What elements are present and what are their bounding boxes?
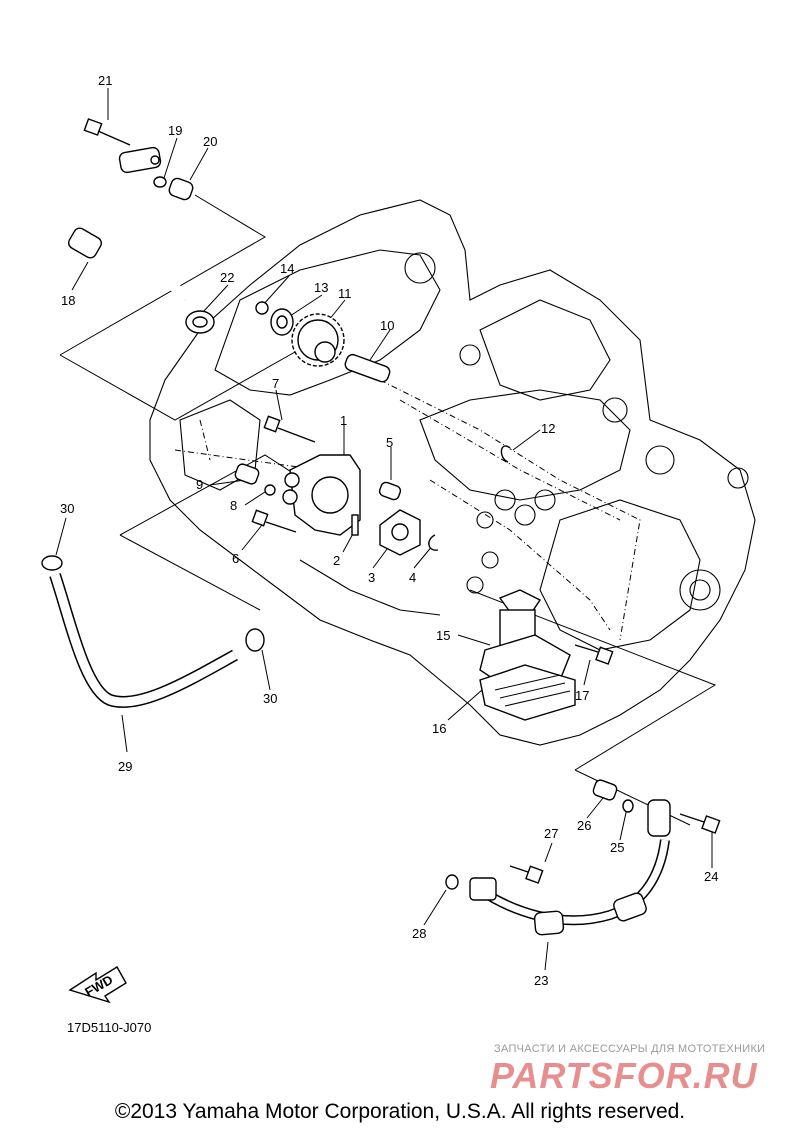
part-24-bolt (679, 813, 721, 834)
callout-6: 6 (232, 551, 239, 566)
callout-7: 7 (272, 376, 279, 391)
part-2-pin (351, 514, 359, 536)
callout-3: 3 (368, 570, 375, 585)
callout-24: 24 (704, 869, 718, 884)
part-3-rotor (379, 509, 421, 556)
part-16-screen (479, 664, 576, 721)
callout-19: 19 (168, 123, 182, 138)
part-23-oil-pipe (469, 799, 671, 936)
part-29-hose (49, 573, 238, 708)
fwd-arrow: FWD (68, 966, 127, 1004)
callout-2: 2 (333, 553, 340, 568)
callout-29: 29 (118, 759, 132, 774)
part-30-clamp-top (41, 555, 63, 571)
callout-27: 27 (544, 826, 558, 841)
callout-22: 22 (220, 270, 234, 285)
callout-15: 15 (436, 628, 450, 643)
callout-26: 26 (577, 818, 591, 833)
callout-13: 13 (314, 280, 328, 295)
part-4-clip (428, 534, 439, 551)
callout-21: 21 (98, 73, 112, 88)
callout-8: 8 (230, 498, 237, 513)
diagram-code: 17D5110-J070 (67, 1020, 151, 1035)
callout-9: 9 (196, 477, 203, 492)
callout-16: 16 (432, 721, 446, 736)
part-5-collar (378, 481, 402, 501)
callout-30-bottom: 30 (263, 691, 277, 706)
part-14-circlip (255, 301, 269, 315)
part-8-o-ring (264, 484, 276, 496)
callout-20: 20 (203, 134, 217, 149)
callout-10: 10 (380, 318, 394, 333)
callout-5: 5 (386, 435, 393, 450)
part-1-oil-pump-body (282, 454, 361, 536)
callout-30-top: 30 (60, 501, 74, 516)
part-10-shaft (344, 353, 391, 383)
callout-23: 23 (534, 973, 548, 988)
callout-12: 12 (541, 421, 555, 436)
part-28-o-ring (445, 874, 459, 890)
leader-lines (55, 88, 717, 971)
callout-18: 18 (61, 293, 75, 308)
part-26-collar (592, 779, 618, 801)
part-11-gear (291, 313, 345, 367)
part-9-collar (234, 463, 260, 485)
callout-labels: 21 19 20 22 18 14 13 11 10 7 1 5 12 9 8 … (60, 73, 718, 988)
part-22-clamp (185, 310, 215, 334)
part-12-clip (500, 445, 511, 463)
callout-14: 14 (280, 261, 294, 276)
callout-1: 1 (340, 413, 347, 428)
callout-4: 4 (409, 570, 416, 585)
callout-25: 25 (610, 840, 624, 855)
watermark-tagline: ЗАПЧАСТИ И АКСЕССУАРЫ ДЛЯ МОТОТЕХНИКИ (494, 1043, 766, 1055)
part-7-bolt (263, 415, 316, 443)
part-19-o-ring (153, 176, 167, 188)
part-6-bolt (251, 509, 297, 533)
callout-11: 11 (338, 286, 352, 301)
part-25-o-ring (622, 799, 634, 813)
copyright-notice: ©2013 Yamaha Motor Corporation, U.S.A. A… (114, 1100, 686, 1123)
part-30-clamp-bottom (245, 628, 265, 652)
part-13-washer (270, 308, 294, 336)
part-20-collar (168, 177, 194, 201)
callout-28: 28 (412, 926, 426, 941)
part-21-bolt (83, 118, 131, 146)
watermark-logo: PARTSFOR.RU (490, 1055, 758, 1096)
callout-17: 17 (575, 688, 589, 703)
part-18-oil-pipe (48, 146, 188, 303)
part-17-bolt (574, 644, 614, 665)
part-27-bolt (509, 865, 544, 884)
